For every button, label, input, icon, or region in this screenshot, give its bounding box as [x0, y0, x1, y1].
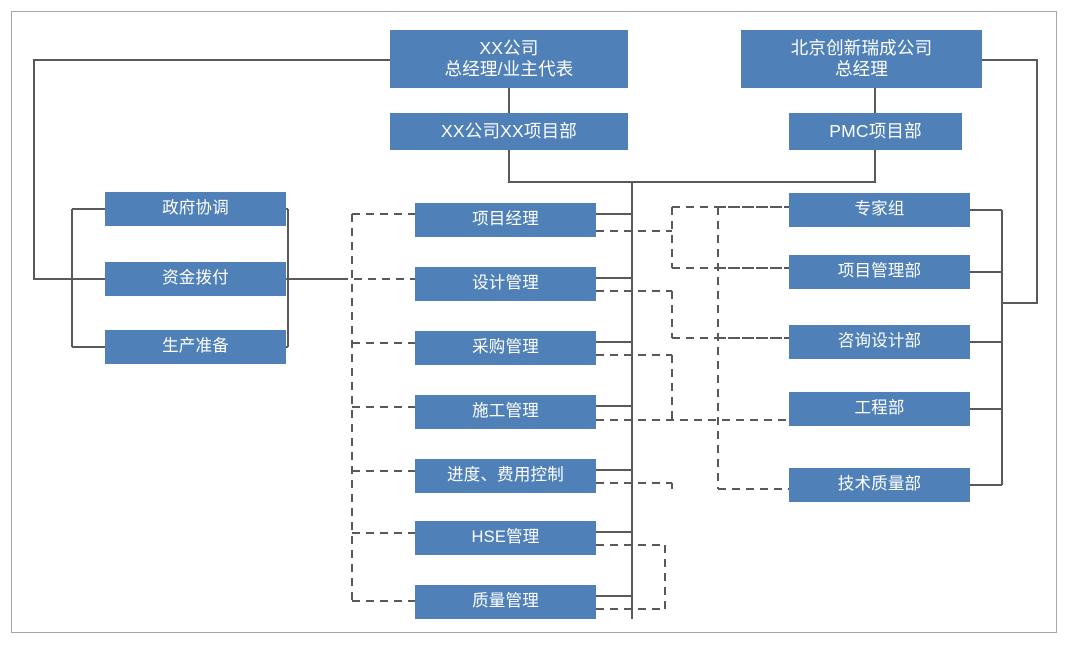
node-right-4-label: 技术质量部 — [837, 475, 922, 494]
node-right-project-management-dept[interactable]: 项目管理部 — [789, 255, 970, 289]
node-right-1-label: 项目管理部 — [837, 262, 922, 281]
node-right-technical-quality-dept[interactable]: 技术质量部 — [789, 468, 970, 502]
node-pmc-company-gm-line1: 北京创新瑞成公司 — [790, 38, 933, 59]
node-right-2-label: 咨询设计部 — [837, 332, 922, 351]
node-mid-3-label: 施工管理 — [472, 402, 539, 421]
node-right-0-label: 专家组 — [854, 200, 905, 219]
node-owner-gm[interactable]: XX公司 总经理/业主代表 — [390, 30, 628, 88]
node-right-3-label: 工程部 — [854, 399, 905, 418]
node-left-fund-allocation[interactable]: 资金拨付 — [105, 262, 286, 296]
node-left-government-coordination[interactable]: 政府协调 — [105, 192, 286, 226]
node-owner-project-dept[interactable]: XX公司XX项目部 — [390, 113, 628, 150]
node-mid-4-label: 进度、费用控制 — [447, 466, 564, 485]
node-left-1-label: 资金拨付 — [162, 269, 229, 288]
node-mid-5-label: HSE管理 — [471, 528, 540, 547]
node-mid-project-manager[interactable]: 项目经理 — [415, 203, 596, 237]
node-mid-hse-management[interactable]: HSE管理 — [415, 521, 596, 555]
node-mid-1-label: 设计管理 — [472, 274, 539, 293]
node-left-2-label: 生产准备 — [162, 337, 229, 356]
node-pmc-project-dept[interactable]: PMC项目部 — [789, 113, 962, 150]
node-owner-gm-line1: XX公司 — [479, 38, 539, 59]
node-left-production-preparation[interactable]: 生产准备 — [105, 330, 286, 364]
node-right-expert-group[interactable]: 专家组 — [789, 193, 970, 227]
node-left-0-label: 政府协调 — [162, 199, 229, 218]
node-mid-6-label: 质量管理 — [472, 592, 539, 611]
node-right-consulting-design-dept[interactable]: 咨询设计部 — [789, 325, 970, 359]
node-mid-2-label: 采购管理 — [472, 338, 539, 357]
node-mid-schedule-cost-control[interactable]: 进度、费用控制 — [415, 459, 596, 493]
node-mid-quality-management[interactable]: 质量管理 — [415, 585, 596, 619]
node-mid-construction-management[interactable]: 施工管理 — [415, 395, 596, 429]
node-pmc-company-gm[interactable]: 北京创新瑞成公司 总经理 — [741, 30, 982, 88]
node-mid-procurement-management[interactable]: 采购管理 — [415, 331, 596, 365]
node-pmc-project-dept-label: PMC项目部 — [829, 121, 922, 142]
node-owner-gm-line2: 总经理/业主代表 — [444, 59, 574, 79]
node-pmc-company-gm-line2: 总经理 — [834, 59, 889, 79]
node-mid-0-label: 项目经理 — [472, 210, 539, 229]
node-mid-design-management[interactable]: 设计管理 — [415, 267, 596, 301]
node-right-engineering-dept[interactable]: 工程部 — [789, 392, 970, 426]
node-owner-project-dept-label: XX公司XX项目部 — [441, 121, 577, 142]
